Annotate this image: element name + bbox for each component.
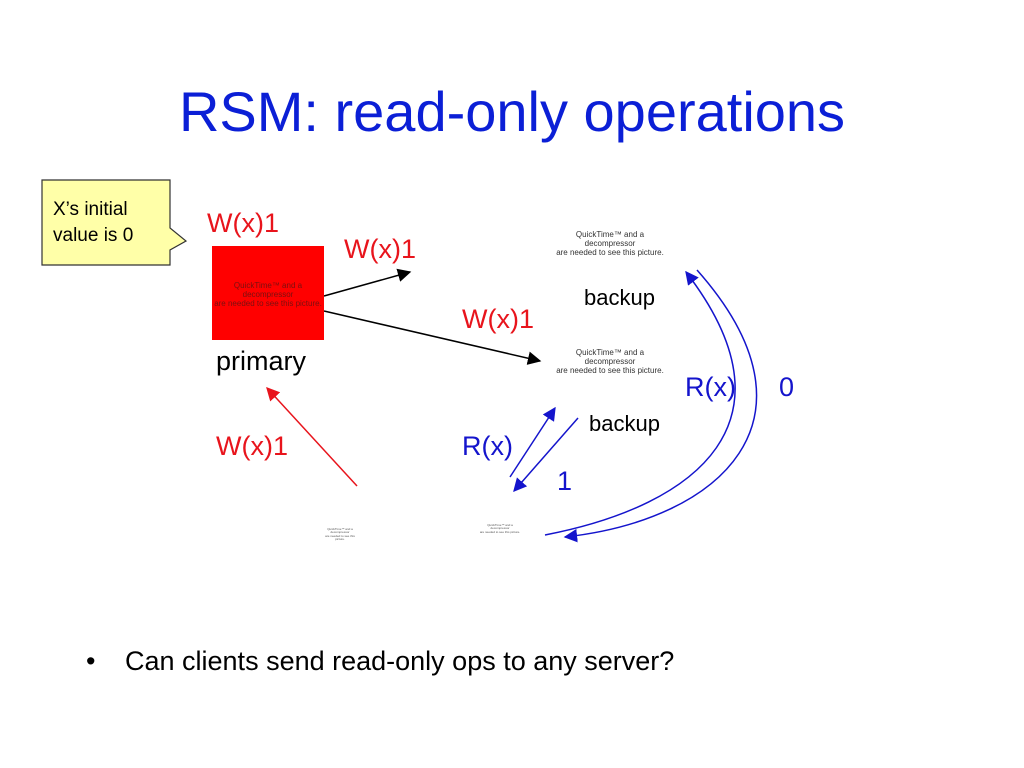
placeholder-line: QuickTime™ and a — [487, 523, 513, 527]
arrow-client-to-primary — [266, 387, 358, 487]
arrow-read-to-backup1 — [544, 270, 736, 536]
placeholder-line: QuickTime™ and a — [233, 281, 303, 290]
label-backup2: backup — [589, 411, 660, 436]
placeholder-line: QuickTime™ and a — [327, 527, 353, 531]
arrow-primary-to-backup2 — [323, 310, 542, 365]
placeholder-line: decompressor — [490, 526, 510, 531]
label-read-backup1: R(x) — [685, 372, 736, 402]
arrow-reply-from-backup2 — [513, 417, 579, 493]
quicktime-placeholder-backup2: QuickTime™ and a decompressor are needed… — [540, 348, 680, 375]
label-backup1: backup — [584, 285, 655, 310]
arrow-read-to-backup2 — [509, 406, 556, 478]
label-write-client: W(x)1 — [216, 431, 288, 461]
placeholder-line: decompressor — [242, 289, 294, 299]
quicktime-placeholder-backup1: QuickTime™ and a decompressor are needed… — [540, 230, 680, 257]
quicktime-placeholder-client1: QuickTime™ and a decompressor are needed… — [320, 527, 360, 541]
placeholder-line: QuickTime™ and a — [575, 348, 645, 357]
callout-line2: value is 0 — [53, 224, 134, 246]
label-write-backup2: W(x)1 — [462, 304, 534, 334]
placeholder-line: decompressor — [584, 238, 636, 248]
bullet-marker: • — [86, 646, 96, 676]
primary-server-box: QuickTime™ and a decompressor are needed… — [212, 246, 324, 340]
label-reply-zero: 0 — [779, 372, 795, 402]
placeholder-line: are needed to see this picture. — [325, 533, 355, 541]
label-write-backup1: W(x)1 — [344, 234, 416, 264]
quicktime-placeholder-client2: QuickTime™ and a decompressor are needed… — [477, 523, 523, 534]
placeholder-line: QuickTime™ and a — [575, 230, 645, 239]
slide-title: RSM: read-only operations — [178, 80, 846, 143]
arrow-reply-from-backup1 — [563, 269, 758, 543]
placeholder-line: decompressor — [584, 356, 636, 366]
arrow-primary-to-backup1 — [323, 268, 412, 297]
quicktime-placeholder-primary: QuickTime™ and a decompressor are needed… — [212, 281, 324, 308]
placeholder-line: are needed to see this picture. — [214, 298, 322, 308]
placeholder-line: are needed to see this picture. — [479, 529, 521, 534]
callout-line1: X’s initial — [53, 199, 128, 220]
bullet-text: Can clients send read-only ops to any se… — [125, 646, 675, 676]
label-write-primary: W(x)1 — [207, 208, 279, 238]
label-reply-one: 1 — [557, 466, 573, 496]
placeholder-line: are needed to see this picture. — [556, 247, 664, 257]
placeholder-line: are needed to see this picture. — [556, 365, 664, 375]
label-primary: primary — [216, 346, 307, 376]
callout-note: X’s initial value is 0 — [53, 197, 133, 248]
placeholder-line: decompressor — [330, 530, 350, 535]
label-read-backup2: R(x) — [462, 431, 513, 461]
callout-shape — [41, 179, 188, 266]
